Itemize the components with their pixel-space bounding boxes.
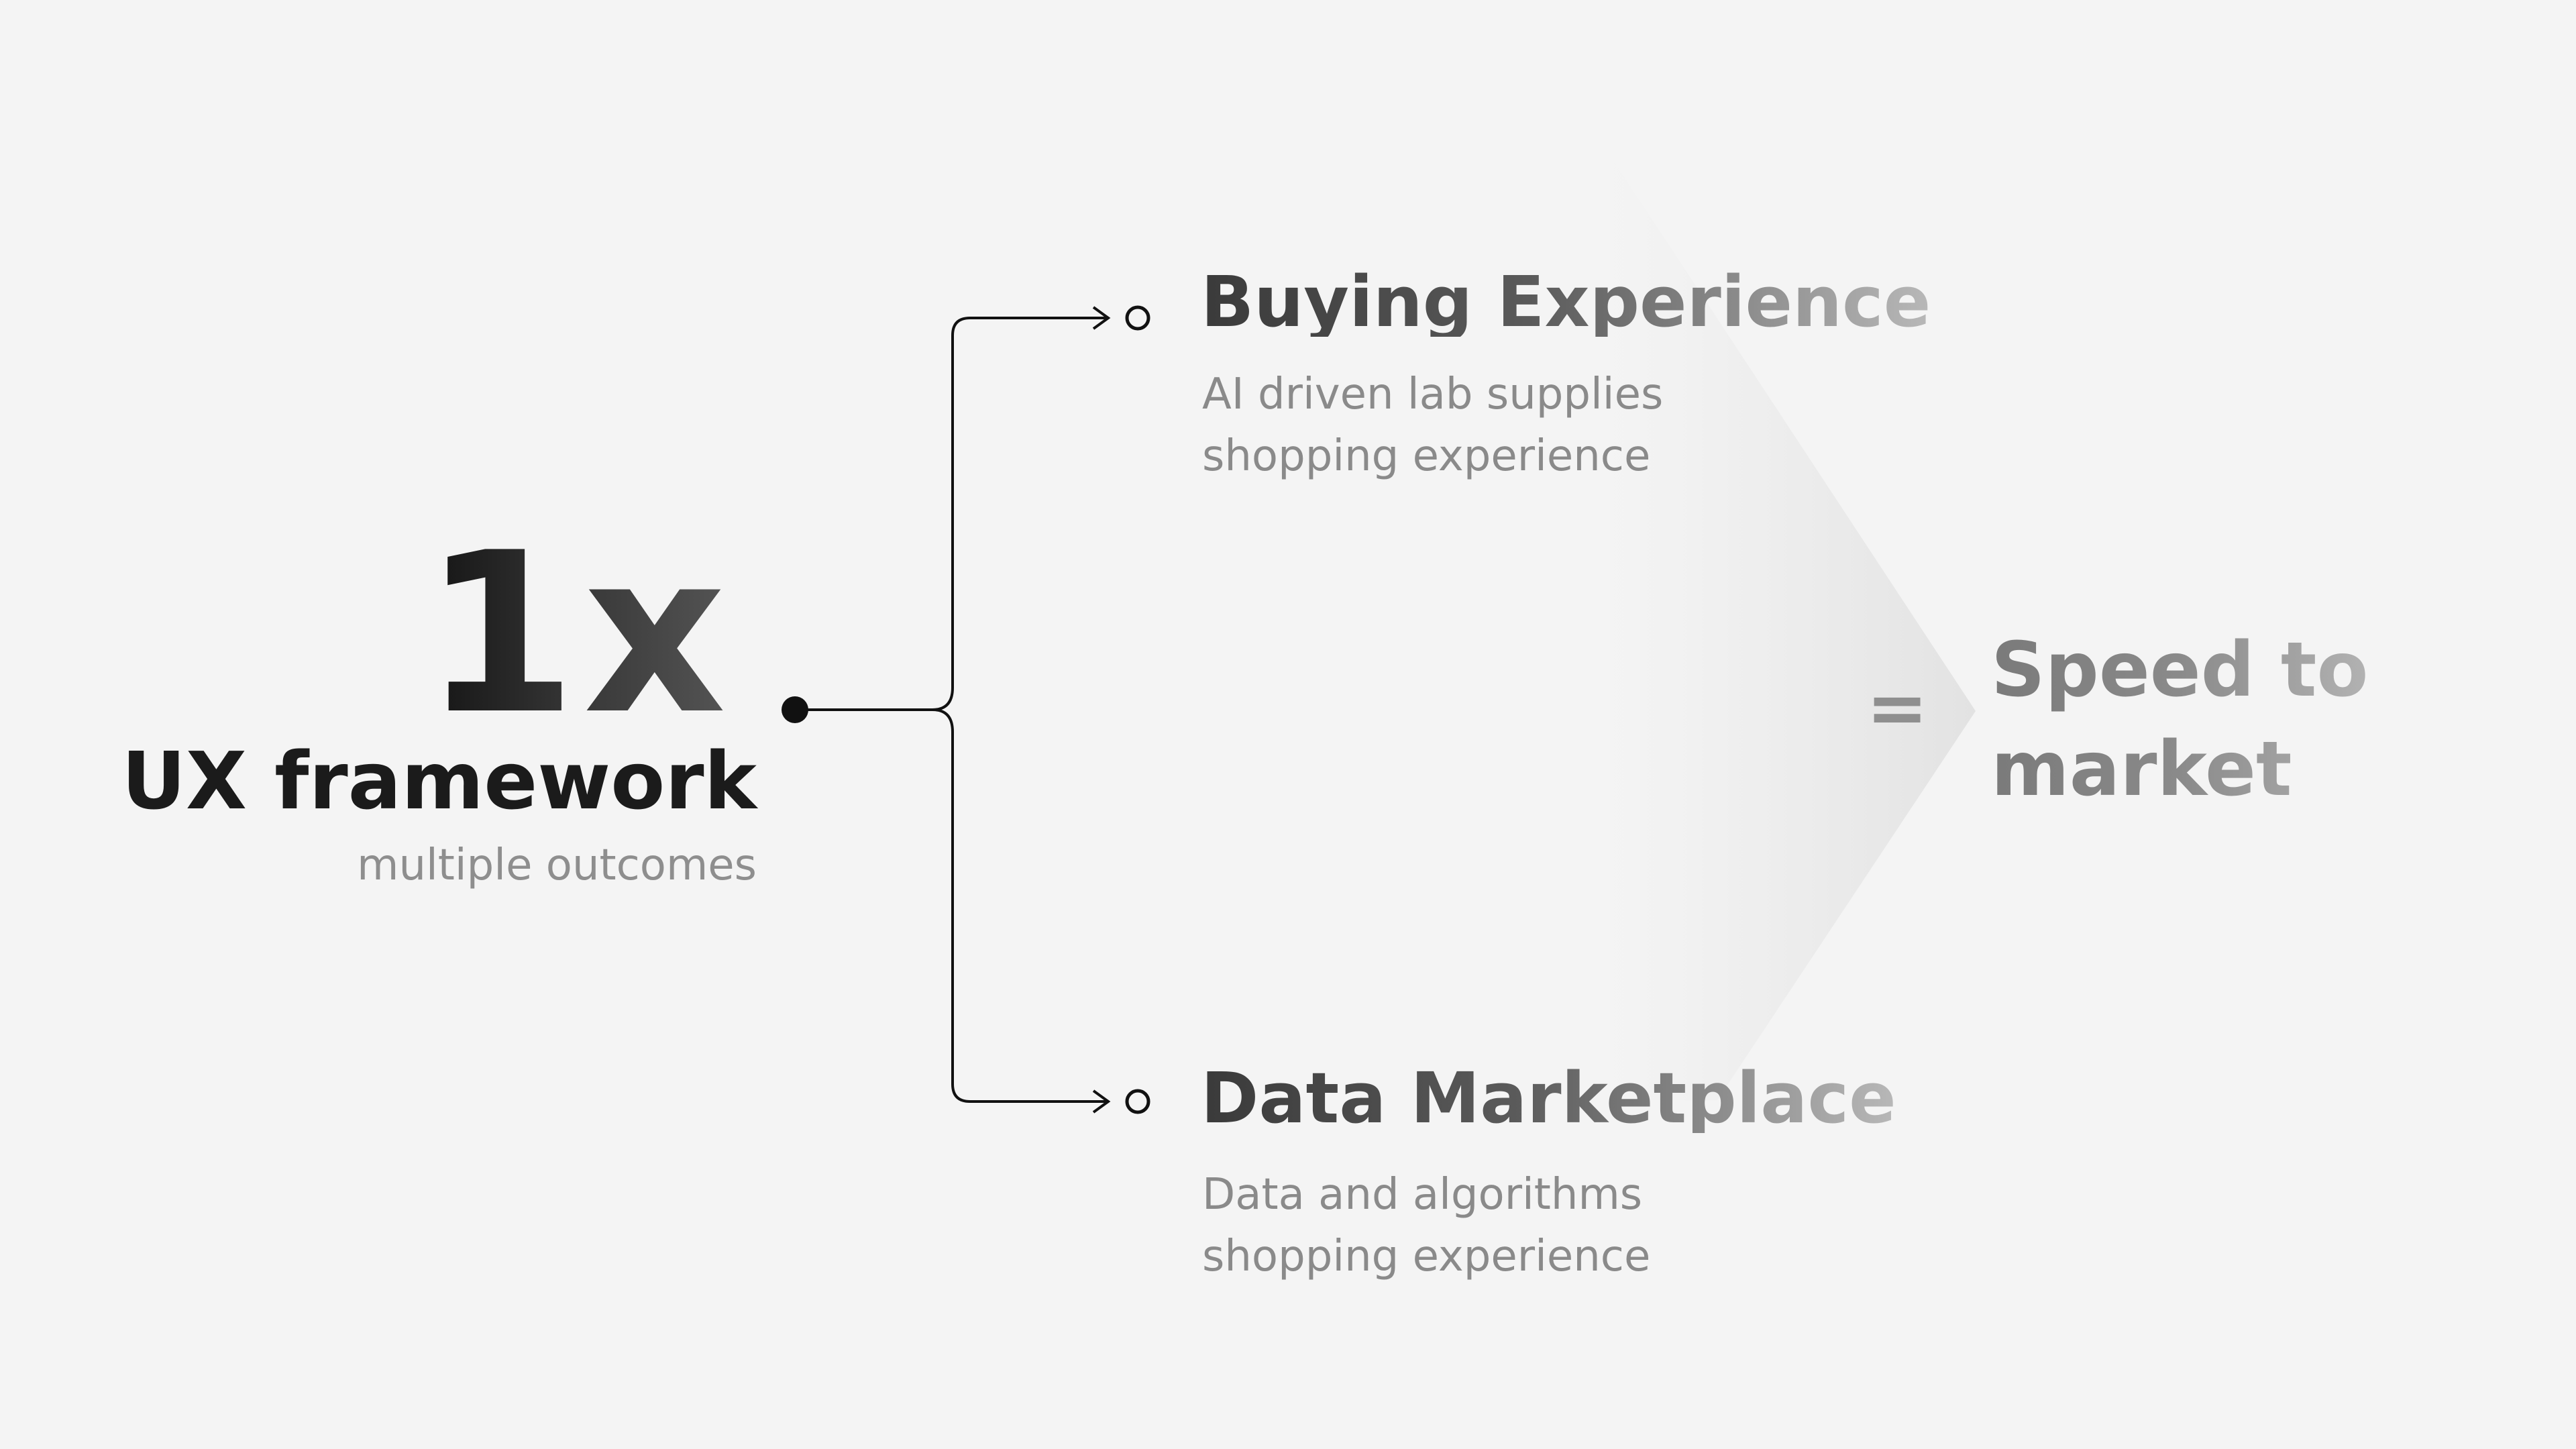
result-title: Speed to market <box>1991 621 2368 819</box>
result-line: market <box>1991 720 2368 819</box>
outcome-title-data-marketplace: Data Marketplace <box>1201 1057 1896 1139</box>
equals-sign: = <box>1866 665 1929 751</box>
description-line: Data and algorithms <box>1202 1170 1643 1220</box>
result-line: Speed to <box>1991 621 2368 720</box>
bracket-connector <box>795 317 1107 1103</box>
arrow-head-top <box>1092 306 1111 330</box>
outcome-node-bottom <box>1125 1089 1150 1114</box>
arrow-head-bottom <box>1092 1089 1111 1114</box>
framework-title: UX framework <box>121 735 757 827</box>
outcome-description-buying-experience: AI driven lab supplies shopping experien… <box>1202 364 1663 487</box>
outcome-title-buying-experience: Buying Experience <box>1201 261 1931 343</box>
multiplier-label: 1x <box>423 505 733 763</box>
description-line: shopping experience <box>1202 1232 1651 1281</box>
background-arrow-shape <box>1556 74 1976 1100</box>
outcome-node-top <box>1125 305 1150 331</box>
outcome-description-data-marketplace: Data and algorithms shopping experience <box>1202 1164 1650 1287</box>
framework-subtitle: multiple outcomes <box>357 841 757 890</box>
description-line: shopping experience <box>1202 431 1651 481</box>
description-line: AI driven lab supplies <box>1202 370 1664 419</box>
